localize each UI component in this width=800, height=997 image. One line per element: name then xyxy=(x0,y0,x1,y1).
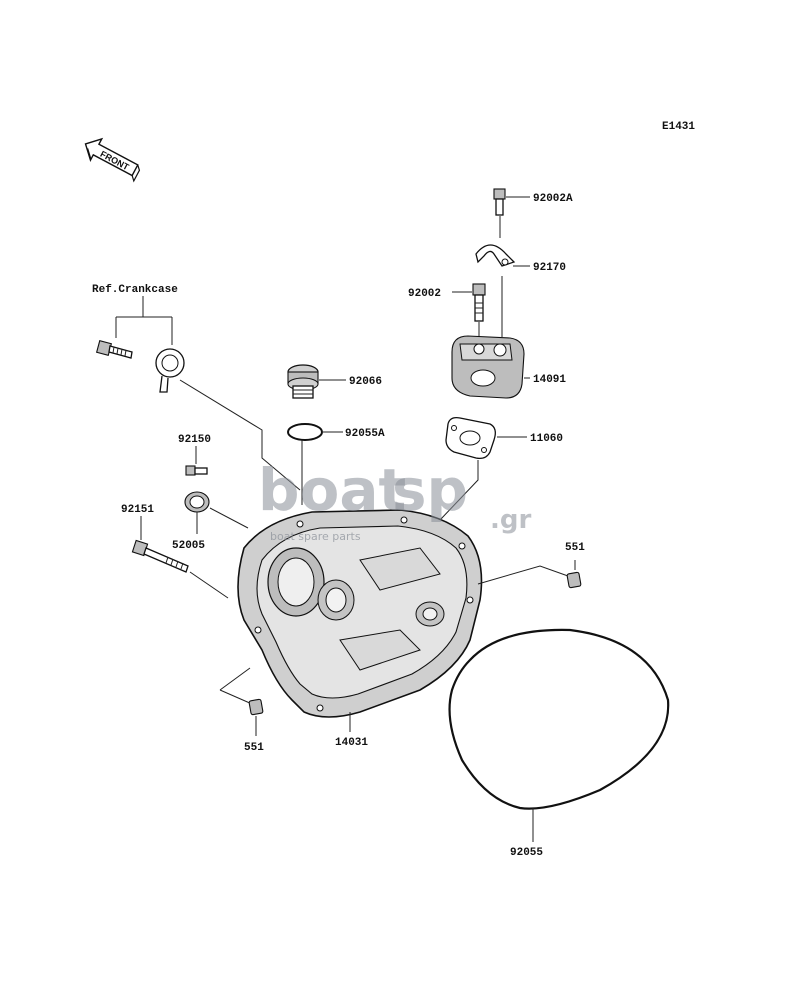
label-92150: 92150 xyxy=(178,434,211,446)
label-92002: 92002 xyxy=(408,288,441,300)
watermark-suffix: .gr xyxy=(490,505,531,535)
label-92151: 92151 xyxy=(121,504,154,516)
label-92055a: 92055A xyxy=(345,428,385,440)
crankcase-bolt xyxy=(95,339,133,359)
label-551-left: 551 xyxy=(244,742,264,754)
seal-52005 xyxy=(184,491,210,513)
label-92055: 92055 xyxy=(510,847,543,859)
plug-92066 xyxy=(287,364,319,399)
watermark-tagline: boat spare parts xyxy=(270,530,361,543)
gasket-11060 xyxy=(445,416,496,460)
cover-14031 xyxy=(237,509,483,718)
label-52005: 52005 xyxy=(172,540,205,552)
dowel-551-right xyxy=(566,571,582,589)
watermark: boat sp .gr boat spare parts xyxy=(258,456,531,543)
bolt-92002 xyxy=(472,283,486,322)
label-14091: 14091 xyxy=(533,374,566,386)
bolt-92151 xyxy=(131,539,189,573)
bolt-92002a xyxy=(493,188,506,216)
label-551-right: 551 xyxy=(565,542,585,554)
label-92170: 92170 xyxy=(533,262,566,274)
oring-92055a xyxy=(287,423,323,441)
dowel-551-left xyxy=(248,698,264,716)
label-14031: 14031 xyxy=(335,737,368,749)
label-11060: 11060 xyxy=(530,433,563,445)
front-arrow-icon: FRONT xyxy=(84,137,141,183)
label-92002a: 92002A xyxy=(533,193,573,205)
diagram-code: E1431 xyxy=(662,121,695,133)
lock-washer xyxy=(155,348,185,393)
bolt-92150 xyxy=(185,465,208,476)
gasket-92055 xyxy=(448,628,670,810)
label-92066: 92066 xyxy=(349,376,382,388)
clamp-92170 xyxy=(475,244,516,267)
ref-crankcase-label: Ref.Crankcase xyxy=(92,284,178,296)
housing-14091 xyxy=(451,335,525,399)
watermark-brand-2: sp xyxy=(392,456,468,524)
watermark-brand-1: boat xyxy=(258,456,406,524)
